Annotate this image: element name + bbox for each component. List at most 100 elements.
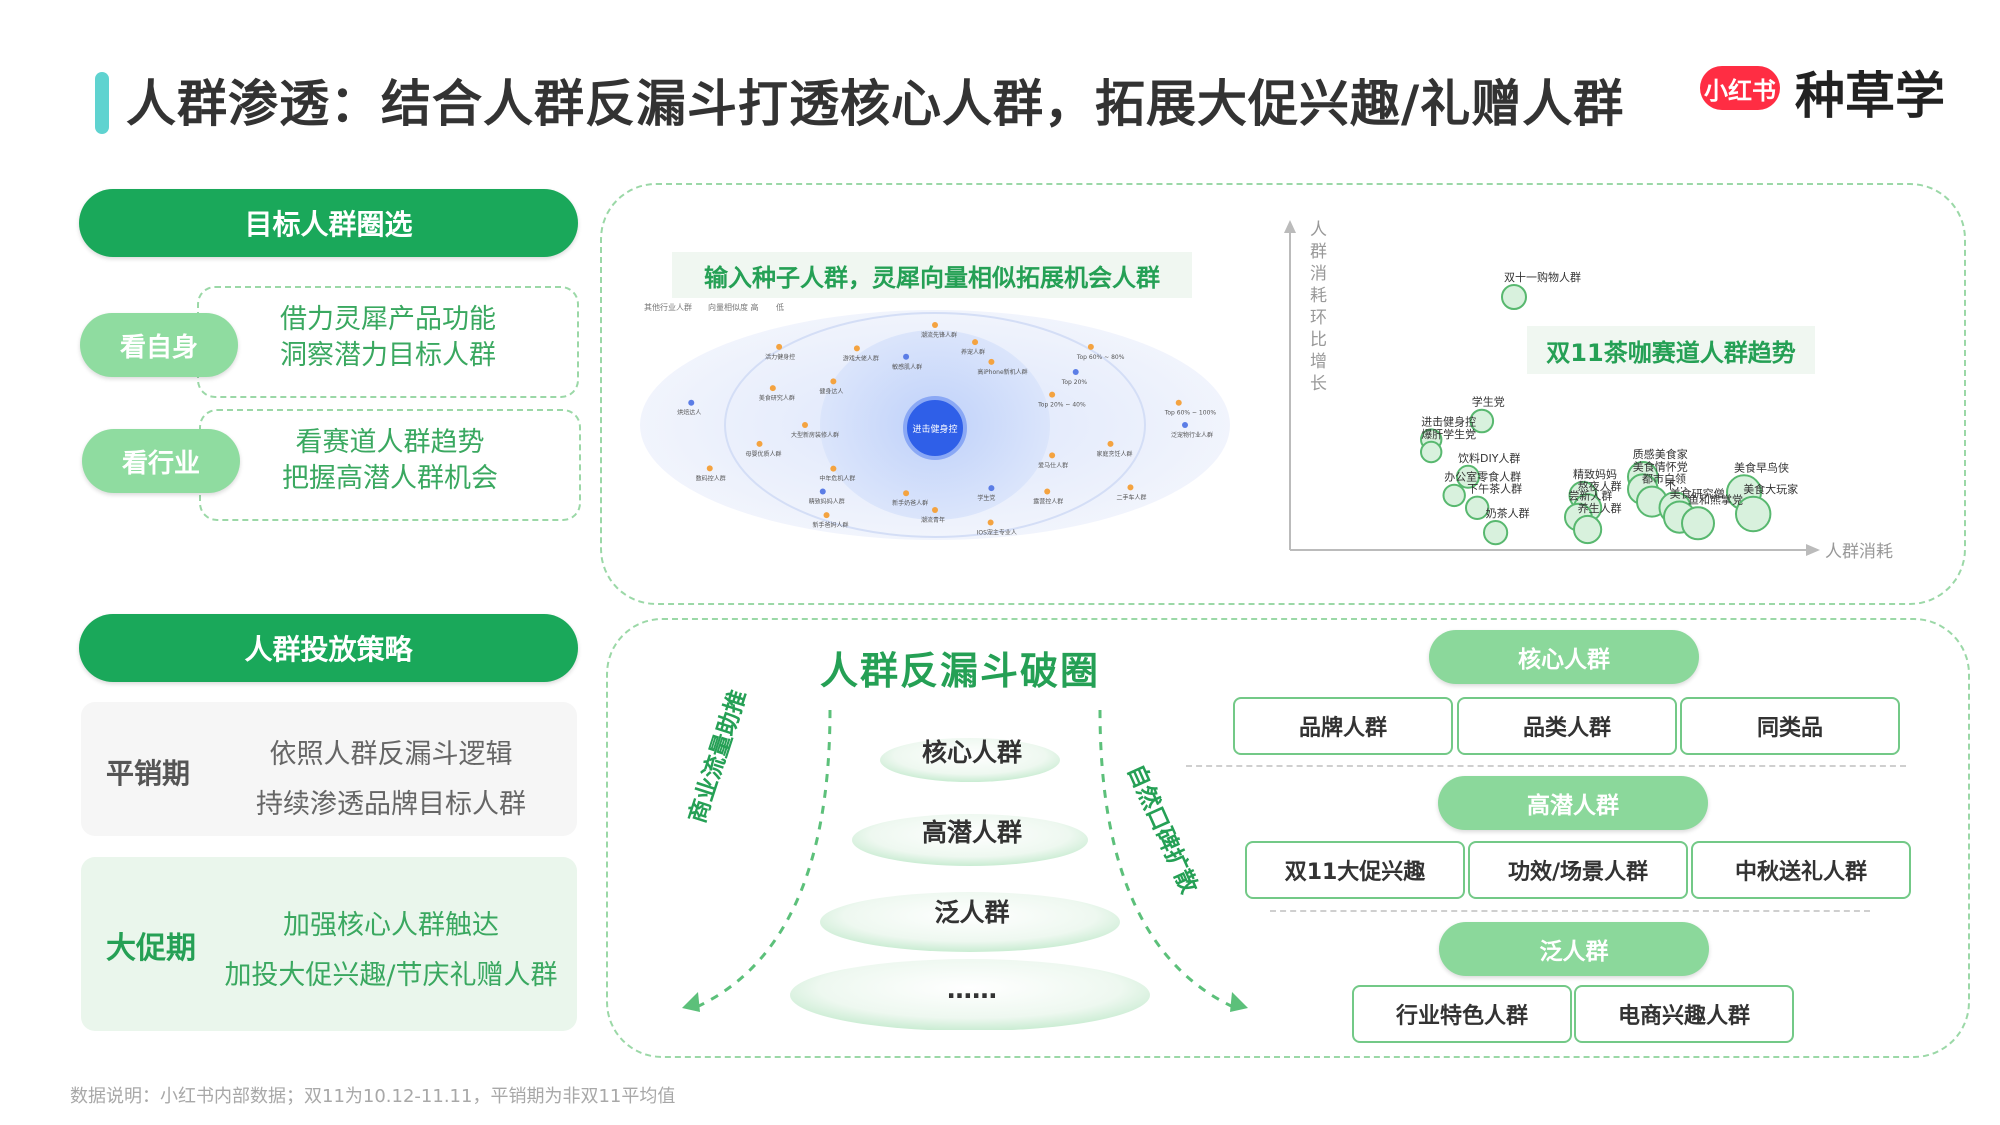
network-node	[756, 440, 763, 447]
funnel-panel	[606, 618, 1970, 1058]
y-axis-label: 人群消耗环比增长	[1310, 220, 1327, 394]
network-node-label: 健身达人	[819, 387, 843, 395]
group-broad-tag-1: 电商兴趣人群	[1574, 985, 1794, 1043]
item-industry-line2: 把握高潜人群机会	[282, 463, 498, 494]
right-arrow-head-icon	[1230, 992, 1248, 1012]
group-core-tag-1: 品类人群	[1457, 697, 1677, 755]
tag-industry: 看行业	[82, 429, 240, 493]
network-node	[1072, 369, 1079, 376]
group-potential-title: 高潜人群	[1438, 776, 1708, 830]
trend-point-label: 美食研究僧	[1670, 487, 1725, 501]
funnel-level-potential: 高潜人群	[921, 818, 1022, 847]
trend-point	[1469, 408, 1495, 434]
trend-point-label: 美食大玩家	[1743, 482, 1798, 496]
network-node	[830, 465, 837, 472]
trend-caption: 双11茶咖赛道人群趋势	[1527, 326, 1815, 374]
trend-point-label: 奶茶人群	[1486, 506, 1530, 520]
group-broad-title: 泛人群	[1439, 922, 1709, 976]
network-node	[819, 488, 826, 495]
trend-point-label: 鱼和熊掌党	[1688, 492, 1743, 506]
network-center-label: 进击健身控	[912, 423, 957, 435]
funnel-title: 人群反漏斗破圈	[819, 649, 1100, 693]
funnel-disc-2	[852, 814, 1088, 866]
network-center-node	[903, 396, 967, 460]
network-node	[1175, 399, 1182, 406]
network-node-label: 潮流青年	[921, 516, 945, 524]
network-node-label: 露营控人群	[1033, 497, 1063, 505]
network-ring-outer	[724, 312, 1146, 538]
funnel-disc-3	[820, 892, 1120, 952]
network-node-label: 数码控人群	[696, 474, 726, 482]
network-node-label: Top 20% ~ 40%	[1037, 402, 1086, 409]
xiaohongshu-logo-badge: 小红书	[1700, 66, 1780, 110]
network-node	[1049, 452, 1056, 459]
network-node-label: 烘焙达人	[677, 409, 701, 417]
network-legend-1: 向量相似度 高	[708, 302, 759, 312]
trend-point	[1465, 495, 1490, 520]
funnel-level-more: ……	[947, 975, 997, 1004]
network-node	[988, 485, 995, 492]
network-node	[802, 422, 808, 428]
network-node-label: 游戏大佬人群	[843, 354, 879, 362]
trend-point-label: 双十一购物人群	[1504, 270, 1581, 284]
strategy-promo-line2: 加投大促兴趣/节庆礼赠人群	[224, 960, 558, 991]
trend-point-label: 养生人群	[1578, 501, 1622, 515]
network-node	[769, 385, 776, 392]
network-node-label: 活力健身控	[765, 353, 795, 361]
insight-panel	[600, 183, 1966, 605]
trend-point	[1456, 464, 1480, 489]
network-node	[1107, 440, 1114, 447]
strategy-regular-period: 平销期	[106, 757, 191, 790]
trend-point-label: 进击健身控	[1421, 414, 1476, 428]
network-node-label: 敏感肌人群	[892, 363, 922, 371]
network-node-label: 精致妈妈人群	[809, 497, 845, 505]
network-node-label: 潮流先锋人群	[921, 331, 957, 339]
network-legend-2: 低	[776, 302, 784, 312]
funnel-graphic	[680, 690, 1270, 1031]
strategy-regular-line1: 依照人群反漏斗逻辑	[269, 739, 513, 770]
trend-point-label: 尝新人群	[1568, 489, 1612, 503]
network-node-label: 家庭烹饪人群	[1096, 450, 1132, 458]
network-node-label: 养宠人群	[961, 348, 985, 356]
section-target-title: 目标人群圈选	[79, 189, 578, 257]
trend-point-label: 学生党	[1472, 395, 1505, 409]
network-node	[932, 322, 938, 328]
trend-point	[1501, 284, 1527, 310]
logo-wordmark: 种草学	[1795, 67, 1945, 125]
trend-point-label: 不…	[1665, 478, 1687, 491]
network-node	[987, 519, 994, 526]
network-node-label: 泛宠物行业人群	[1171, 431, 1213, 439]
strategy-promo-line1: 加强核心人群触达	[283, 910, 499, 941]
left-arrow-curve	[689, 709, 832, 1012]
group-potential-tag-0: 双11大促兴趣	[1245, 841, 1465, 899]
trend-point	[1483, 520, 1509, 546]
network-node-label: Top 20%	[1061, 379, 1088, 386]
trend-points: 双十一购物人群学生党进击健身控爆肝学生党饮料DIY人群办公室零食人群精致妈妈质感…	[1420, 270, 1798, 546]
funnel-level-broad: 泛人群	[934, 898, 1010, 927]
title-accent-bar	[95, 72, 109, 134]
strategy-regular-card: 平销期 依照人群反漏斗逻辑 持续渗透品牌目标人群	[81, 702, 577, 836]
seed-caption: 输入种子人群，灵犀向量相似拓展机会人群	[672, 252, 1192, 298]
item-industry-line1: 看赛道人群趋势	[295, 427, 485, 458]
trend-point-label: 办公室零食人群	[1444, 470, 1521, 484]
network-node	[903, 490, 910, 497]
network-node-label: IOS宠主专业人	[977, 528, 1017, 536]
trend-point-label: 下午茶人群	[1467, 482, 1522, 496]
network-node	[1182, 422, 1188, 428]
group-core-tag-0: 品牌人群	[1233, 697, 1453, 755]
trend-point	[1735, 495, 1772, 533]
section-strategy-title: 人群投放策略	[79, 614, 578, 682]
network-node-label: 二手车人群	[1116, 493, 1146, 501]
strategy-regular-line2: 持续渗透品牌目标人群	[256, 789, 526, 820]
network-node	[972, 339, 979, 346]
group-potential-tag-2: 中秋送礼人群	[1691, 841, 1911, 899]
trend-point-label: 美食情怀党	[1633, 459, 1688, 473]
network-node-label: 高iPhone新机人群	[977, 368, 1027, 376]
network-node	[1127, 484, 1134, 491]
trend-point	[1420, 440, 1443, 464]
network-node	[1044, 488, 1051, 495]
group-potential-tag-1: 功效/场景人群	[1468, 841, 1688, 899]
trend-point	[1442, 483, 1466, 508]
trend-point	[1681, 506, 1715, 541]
